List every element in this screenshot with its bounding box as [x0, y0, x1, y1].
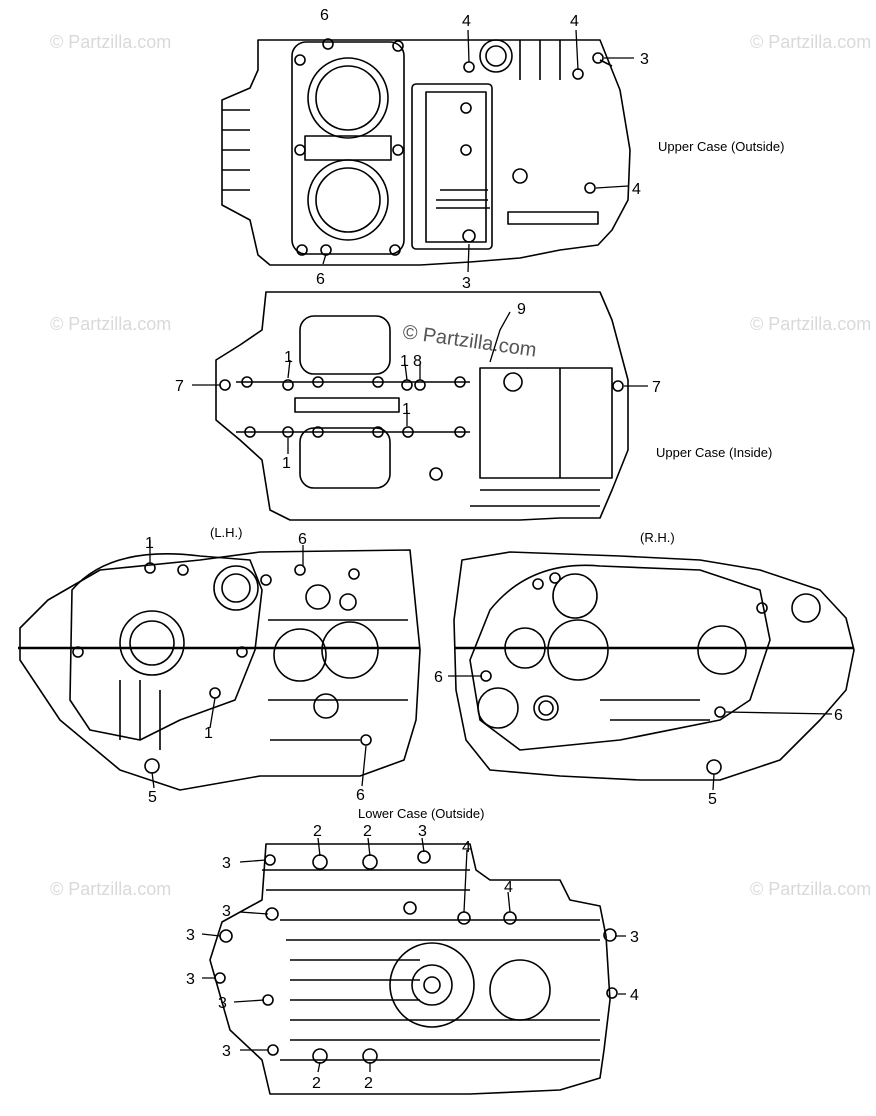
callout: 7 — [175, 378, 184, 395]
callout: 3 — [222, 1043, 231, 1060]
callout: 4 — [462, 839, 471, 856]
callout: 3 — [640, 51, 649, 68]
callout: 6 — [316, 271, 325, 288]
callout: 6 — [356, 787, 365, 804]
callout: 8 — [413, 353, 422, 370]
callout: 2 — [313, 823, 322, 840]
watermark: © Partzilla.com — [750, 879, 871, 899]
callout: 1 — [282, 455, 291, 472]
upper-case-inside-drawing — [215, 291, 629, 521]
callout: 1 — [402, 401, 411, 418]
leader-lines — [149, 29, 833, 1073]
callout: 1 — [145, 535, 154, 552]
callout: 7 — [652, 379, 661, 396]
callout: 3 — [186, 927, 195, 944]
watermark: © Partzilla.com — [750, 32, 871, 52]
rh-case-drawing — [453, 551, 855, 781]
callout: 4 — [630, 987, 639, 1004]
callout: 4 — [570, 13, 579, 30]
watermark: © Partzilla.com — [50, 32, 171, 52]
callout: 3 — [222, 903, 231, 920]
caption-upper-outside: Upper Case (Outside) — [658, 139, 784, 154]
caption-lh: (L.H.) — [210, 525, 243, 540]
callout: 3 — [218, 995, 227, 1012]
callout: 3 — [462, 275, 471, 292]
callout: 6 — [320, 7, 329, 24]
callout: 5 — [148, 789, 157, 806]
callout: 1 — [400, 353, 409, 370]
callout: 5 — [708, 791, 717, 808]
callout: 2 — [364, 1075, 373, 1092]
callout: 3 — [222, 855, 231, 872]
callout: 4 — [632, 181, 641, 198]
callout: 2 — [312, 1075, 321, 1092]
callout: 1 — [204, 725, 213, 742]
callout: 3 — [186, 971, 195, 988]
callout: 6 — [434, 669, 443, 686]
callout: 4 — [504, 879, 513, 896]
callout: 3 — [418, 823, 427, 840]
callout: 1 — [284, 349, 293, 366]
callout: 6 — [298, 531, 307, 548]
callout: 3 — [630, 929, 639, 946]
caption-upper-inside: Upper Case (Inside) — [656, 445, 772, 460]
callout: 6 — [834, 707, 843, 724]
callout: 9 — [517, 301, 526, 318]
callout: 2 — [363, 823, 372, 840]
watermark: © Partzilla.com — [50, 879, 171, 899]
watermark: © Partzilla.com — [50, 314, 171, 334]
callout: 4 — [462, 13, 471, 30]
upper-case-outside-drawing — [221, 38, 631, 266]
lower-case-outside-drawing — [209, 843, 618, 1095]
caption-rh: (R.H.) — [640, 530, 675, 545]
caption-lower-outside: Lower Case (Outside) — [358, 806, 484, 821]
watermark: © Partzilla.com — [750, 314, 871, 334]
lh-case-drawing — [18, 549, 421, 791]
